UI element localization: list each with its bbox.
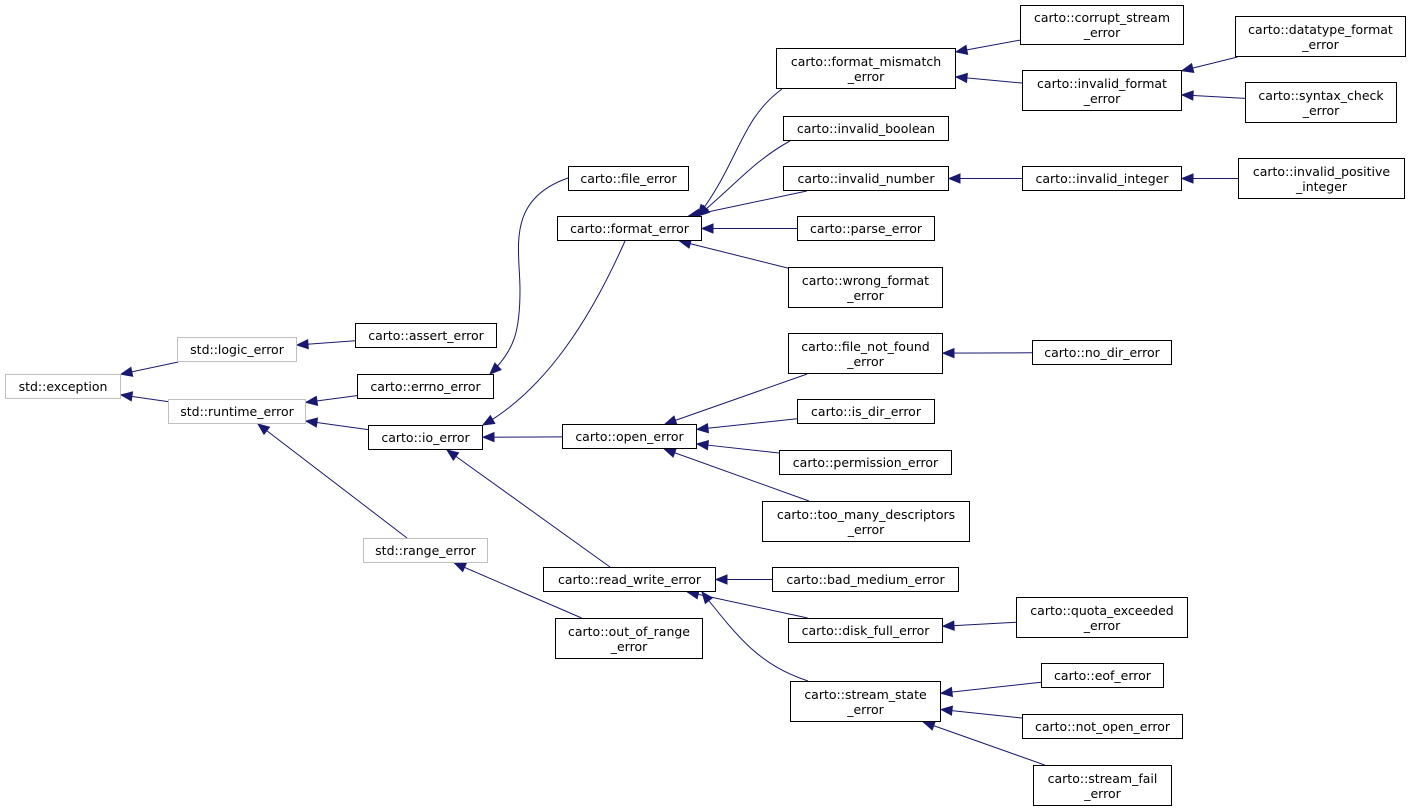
edge-invalid_boolean-to-format_error — [697, 140, 791, 217]
class-node-io-error[interactable]: carto::io_error — [368, 425, 483, 450]
class-node-format-mismatch-error[interactable]: carto::format_mismatch _error — [776, 48, 956, 89]
arrowhead-range_error-to-runtime_error — [256, 423, 271, 436]
arrowhead-parse_error-to-format_error — [700, 223, 714, 234]
arrowhead-not_open_error-to-stream_state_error — [939, 705, 953, 716]
class-node-open-error[interactable]: carto::open_error — [562, 424, 697, 449]
class-node-permission-error[interactable]: carto::permission_error — [779, 450, 952, 475]
arrowhead-permission_error-to-open_error — [695, 439, 710, 451]
edge-format_mismatch_error-to-format_error — [697, 88, 783, 217]
arrowhead-out_of_range_error-to-range_error — [453, 562, 468, 573]
arrowhead-bad_medium_error-to-read_write_error — [714, 574, 728, 585]
arrowhead-logic_error-to-exception — [119, 366, 134, 377]
arrowhead-is_dir_error-to-open_error — [695, 422, 709, 434]
edge-file_not_found_error-to-open_error — [664, 373, 808, 425]
arrowhead-corrupt_stream_error-to-format_mismatch_error — [954, 44, 969, 55]
class-node-invalid-format-error[interactable]: carto::invalid_format _error — [1022, 70, 1182, 111]
arrowhead-quota_exceeded_error-to-disk_full_error — [941, 620, 955, 631]
class-node-too-many-descriptors-error[interactable]: carto::too_many_descriptors _error — [762, 501, 970, 542]
class-node-wrong-format-error[interactable]: carto::wrong_format _error — [788, 267, 943, 308]
arrowhead-invalid_positive_integer-to-invalid_integer — [1180, 173, 1194, 184]
arrowhead-format_error-to-io_error — [481, 414, 496, 426]
edge-out_of_range_error-to-range_error — [454, 562, 582, 619]
class-node-exception: std::exception — [5, 374, 121, 399]
class-node-invalid-positive-integer[interactable]: carto::invalid_positive _integer — [1238, 158, 1405, 199]
class-node-is-dir-error[interactable]: carto::is_dir_error — [797, 399, 935, 424]
class-node-corrupt-stream-error[interactable]: carto::corrupt_stream _error — [1020, 5, 1184, 45]
arrowhead-file_error-to-errno_error — [489, 362, 502, 375]
arrowhead-open_error-to-io_error — [481, 431, 495, 443]
arrowhead-too_many_descriptors_error-to-open_error — [663, 447, 677, 458]
arrowhead-io_error-to-runtime_error — [304, 417, 319, 428]
class-node-logic-error: std::logic_error — [177, 337, 297, 362]
edge-quota_exceeded_error-to-disk_full_error — [942, 621, 1017, 627]
class-node-quota-exceeded-error[interactable]: carto::quota_exceeded _error — [1016, 597, 1188, 638]
edge-eof_error-to-stream_state_error — [940, 681, 1042, 694]
edge-range_error-to-runtime_error — [257, 423, 408, 539]
class-node-runtime-error: std::runtime_error — [168, 399, 306, 424]
class-node-read-write-error[interactable]: carto::read_write_error — [543, 567, 716, 592]
arrowhead-no_dir_error-to-file_not_found_error — [941, 347, 955, 359]
class-node-file-not-found-error[interactable]: carto::file_not_found _error — [788, 333, 943, 374]
edge-not_open_error-to-stream_state_error — [940, 708, 1023, 719]
class-node-format-error[interactable]: carto::format_error — [557, 216, 702, 241]
edge-format_error-to-io_error — [482, 240, 626, 426]
class-node-stream-state-error[interactable]: carto::stream_state _error — [790, 681, 941, 722]
arrowhead-runtime_error-to-exception — [119, 391, 134, 402]
class-node-datatype-format-error[interactable]: carto::datatype_format _error — [1235, 16, 1406, 57]
class-node-file-error[interactable]: carto::file_error — [568, 166, 689, 191]
arrowhead-invalid_integer-to-invalid_number — [947, 173, 961, 184]
arrowhead-read_write_error-to-io_error — [445, 449, 460, 461]
edge-wrong_format_error-to-format_error — [679, 240, 789, 269]
edge-stream_fail_error-to-stream_state_error — [923, 721, 1045, 766]
class-node-errno-error[interactable]: carto::errno_error — [357, 374, 494, 399]
class-node-stream-fail-error[interactable]: carto::stream_fail _error — [1033, 765, 1172, 806]
arrowhead-syntax_check_error-to-invalid_format_error — [1180, 90, 1194, 101]
class-node-disk-full-error[interactable]: carto::disk_full_error — [788, 618, 943, 643]
edge-read_write_error-to-io_error — [446, 449, 611, 568]
class-node-syntax-check-error[interactable]: carto::syntax_check _error — [1245, 82, 1397, 123]
class-node-bad-medium-error[interactable]: carto::bad_medium_error — [772, 567, 959, 592]
class-node-eof-error[interactable]: carto::eof_error — [1041, 663, 1164, 688]
edge-file_error-to-errno_error — [489, 177, 569, 375]
class-node-range-error: std::range_error — [363, 538, 488, 563]
arrowhead-stream_state_error-to-read_write_error — [701, 590, 714, 605]
arrowhead-assert_error-to-logic_error — [295, 338, 309, 350]
edge-is_dir_error-to-open_error — [696, 418, 798, 430]
edge-too_many_descriptors_error-to-open_error — [664, 448, 810, 502]
arrowhead-eof_error-to-stream_state_error — [939, 686, 954, 698]
class-node-invalid-integer[interactable]: carto::invalid_integer — [1022, 166, 1182, 191]
arrowhead-datatype_format_error-to-invalid_format_error — [1180, 62, 1195, 74]
class-node-out-of-range-error[interactable]: carto::out_of_range _error — [555, 618, 703, 659]
edge-permission_error-to-open_error — [696, 443, 780, 454]
class-node-invalid-number[interactable]: carto::invalid_number — [783, 166, 949, 191]
class-node-not-open-error[interactable]: carto::not_open_error — [1022, 714, 1183, 739]
class-node-assert-error[interactable]: carto::assert_error — [355, 323, 497, 348]
class-node-parse-error[interactable]: carto::parse_error — [797, 216, 935, 241]
arrowhead-stream_fail_error-to-stream_state_error — [922, 720, 936, 731]
arrowhead-invalid_format_error-to-format_mismatch_error — [954, 72, 968, 84]
class-node-invalid-boolean[interactable]: carto::invalid_boolean — [783, 116, 949, 141]
edge-stream_state_error-to-read_write_error — [701, 591, 809, 682]
arrowhead-errno_error-to-runtime_error — [304, 395, 319, 407]
class-node-no-dir-error[interactable]: carto::no_dir_error — [1032, 340, 1172, 365]
edge-invalid_number-to-format_error — [688, 190, 807, 217]
